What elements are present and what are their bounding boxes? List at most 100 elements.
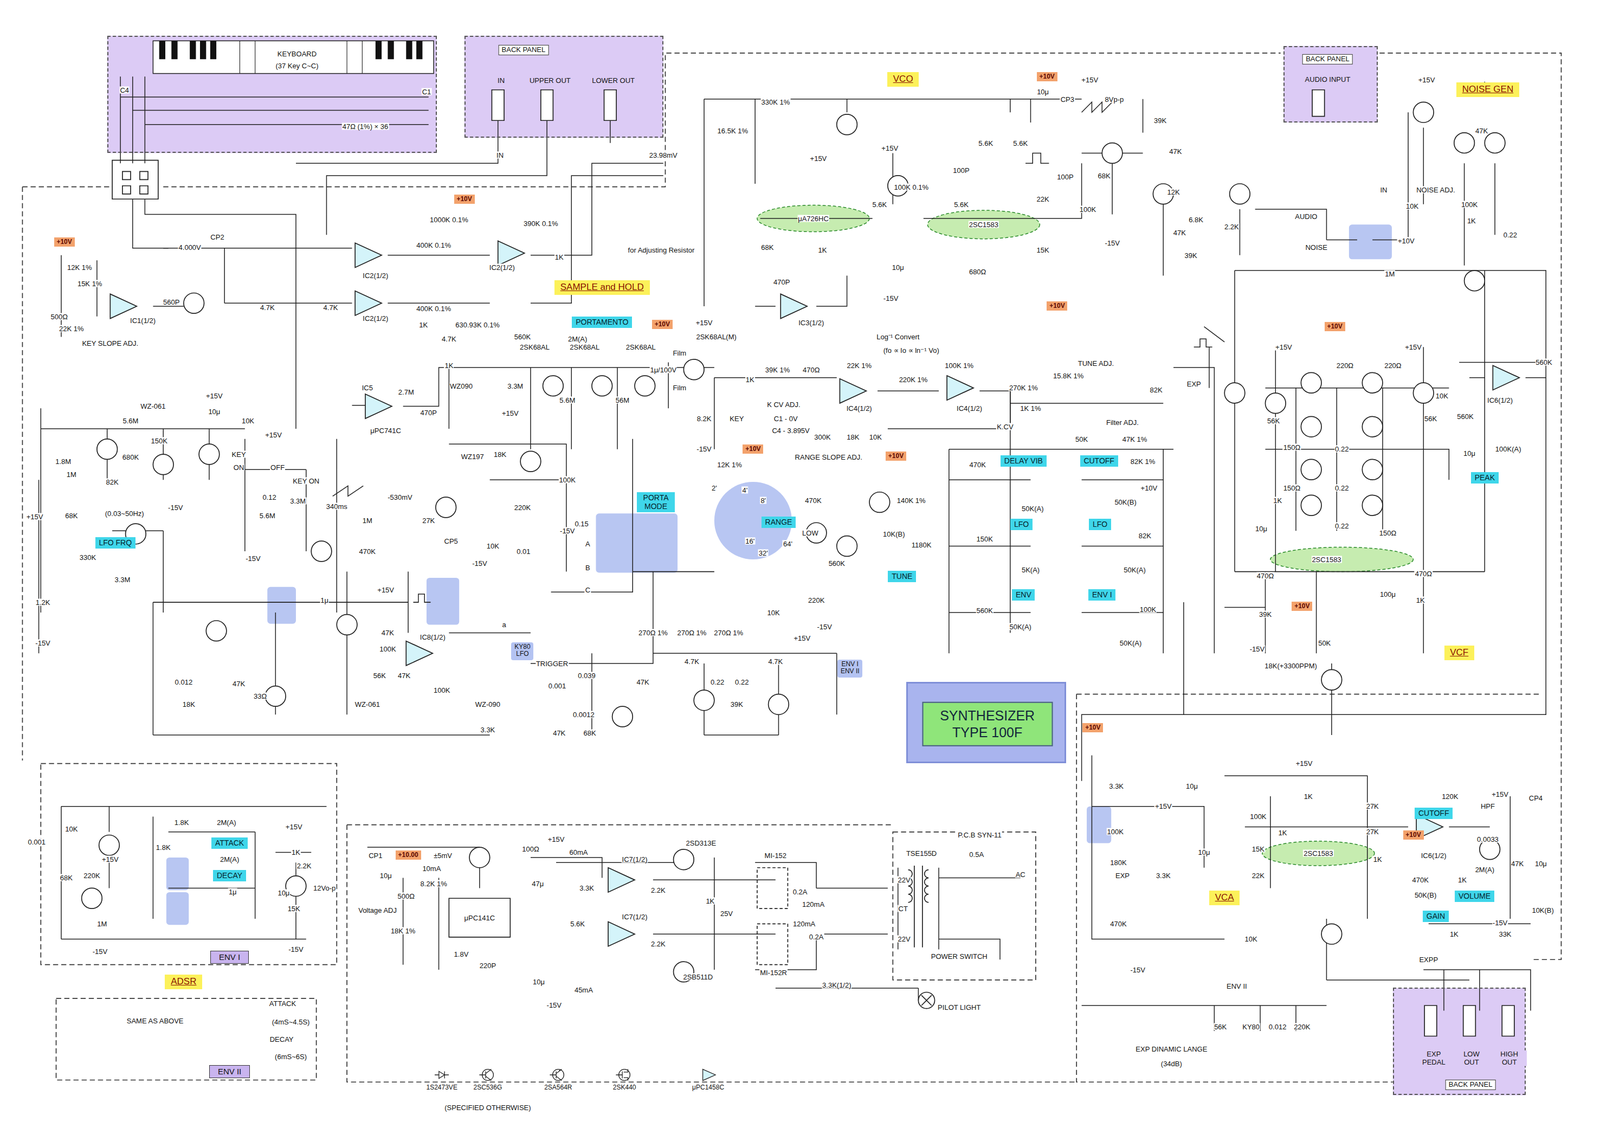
- component-label: 470Ω: [1414, 570, 1433, 578]
- component-label: 50K(A): [1008, 622, 1032, 630]
- control-label: LFO: [1010, 518, 1033, 531]
- node-text: EXP PEDAL: [1416, 1050, 1451, 1067]
- node-text: AUDIO INPUT: [1304, 75, 1352, 84]
- component-label: IC5: [361, 384, 374, 392]
- control-label: ENV I: [1088, 589, 1116, 601]
- component-label: 5.6K: [977, 139, 994, 147]
- component-label: 220Ω: [1336, 362, 1354, 370]
- matched-pair: [1262, 841, 1375, 866]
- voltage-tag: +10V: [1046, 301, 1068, 311]
- component-label: -15V: [244, 554, 261, 562]
- component-label: NOISE: [1304, 243, 1328, 251]
- component-label: 50K(B): [1113, 498, 1137, 506]
- component-label: IC2(1/2): [362, 314, 389, 322]
- component-label: (34dB): [1160, 1059, 1183, 1067]
- symbol-shape: [434, 1071, 449, 1079]
- component-label: 1K: [1278, 829, 1288, 837]
- component-label: B: [584, 563, 591, 571]
- node-text: IN: [496, 76, 506, 85]
- component-label: 50K: [1074, 435, 1089, 443]
- node-text: KEYBOARD: [276, 50, 318, 58]
- component-label: 120mA: [801, 900, 825, 908]
- node-text: +10V: [1326, 322, 1344, 331]
- component-label: RANGE SLOPE ADJ.: [794, 453, 863, 461]
- node-text: PEAK: [1474, 473, 1496, 482]
- voltage-tag: +10V: [1324, 321, 1346, 332]
- transformer-symbol: [908, 865, 929, 948]
- component-label: 0.22: [1502, 231, 1518, 239]
- wire: [1081, 270, 1547, 782]
- component-label: 45mA: [573, 986, 594, 994]
- component-label: K CV ADJ.: [766, 400, 801, 408]
- component-label: TUNE ADJ.: [1077, 359, 1115, 367]
- component-label: ENV II: [1226, 982, 1248, 990]
- component-label: 68K: [760, 243, 774, 251]
- component-label: 22K: [1251, 872, 1266, 880]
- node-text: NOISE GEN: [1461, 84, 1514, 95]
- component-label: 560K: [1534, 358, 1553, 366]
- component-label: 47K: [552, 728, 566, 737]
- component-label: 1μ: [319, 596, 329, 604]
- component-label: 0.012: [1268, 1022, 1288, 1030]
- component-label: 100K 1%: [944, 362, 974, 370]
- legend-text: μPC1458C: [685, 1083, 732, 1092]
- component-label: POWER SWITCH: [930, 952, 989, 960]
- component-label: 2SB511D: [682, 972, 714, 980]
- component-label: 0.15: [573, 519, 589, 527]
- component-label: 470K: [804, 496, 822, 504]
- component-label: DECAY: [269, 1035, 295, 1043]
- component-label: 100μ: [1379, 590, 1397, 598]
- component-label: 400K 0.1%: [415, 304, 452, 312]
- component-label: 2.2K: [296, 861, 313, 869]
- component-label: 47K: [1510, 859, 1525, 867]
- component-label: 150Ω: [1282, 484, 1301, 492]
- component-label: 12K: [1166, 188, 1181, 196]
- component-label: 8.2K: [696, 414, 713, 422]
- component-label: -15V: [546, 1001, 563, 1009]
- component-label: 560K: [513, 333, 532, 341]
- wire: [120, 76, 429, 164]
- component-label: 100K(A): [1494, 445, 1522, 453]
- component-label: 1.8V: [453, 950, 470, 958]
- component-label: 220K: [82, 872, 101, 880]
- component-label: 470Ω: [1256, 571, 1275, 579]
- component-label: TSE155D: [905, 849, 938, 857]
- component-label: KEY SLOPE ADJ.: [81, 339, 139, 347]
- component-label: KEY ON: [292, 476, 320, 485]
- component-label: AUDIO: [1294, 213, 1318, 221]
- component-label: MI-152R: [759, 969, 788, 977]
- component-label: CT: [898, 904, 909, 912]
- component-label: IC4(1/2): [956, 404, 983, 412]
- component-label: 2SC1583: [968, 221, 999, 229]
- control-label: RANGE: [761, 516, 796, 528]
- component-label: 470Ω: [802, 365, 821, 373]
- component-label: 15K 1%: [76, 280, 103, 288]
- component-label: 400K 0.1%: [415, 241, 452, 249]
- component-label: 100K: [1249, 813, 1267, 821]
- component-label: +15V: [695, 318, 714, 326]
- component-label: 150Ω: [1378, 528, 1397, 537]
- component-label: +15V: [264, 431, 283, 439]
- component-label: 10μ: [1462, 449, 1476, 457]
- component-label: 1.2K: [35, 598, 51, 606]
- node-text: ENV II: [217, 1066, 242, 1076]
- node-text: LOW OUT: [1454, 1050, 1489, 1067]
- title-plate: SYNTHESIZER TYPE 100F: [906, 681, 1067, 764]
- component-label: 82K: [1149, 386, 1164, 394]
- component-label: 470K: [1411, 875, 1430, 883]
- component-label: IC7(1/2): [621, 912, 649, 920]
- voltage-tag: +10.00: [395, 850, 422, 860]
- component-label: 39K: [1184, 251, 1198, 259]
- component-label: 1K 1%: [1019, 404, 1042, 412]
- component-label: 2.2K: [650, 886, 667, 894]
- control-label: TUNE: [887, 570, 916, 583]
- connector-symbol: [112, 160, 159, 200]
- voltage-tag: +10V: [1036, 72, 1058, 82]
- component-label: 56M: [615, 396, 630, 404]
- component-label: 470P: [420, 408, 438, 416]
- component-label: 10μ: [207, 407, 221, 415]
- component-label: 560P: [162, 298, 180, 306]
- waveform-icon: [332, 101, 1213, 603]
- component-label: 1K: [443, 362, 454, 370]
- component-label: WZ197: [460, 452, 485, 460]
